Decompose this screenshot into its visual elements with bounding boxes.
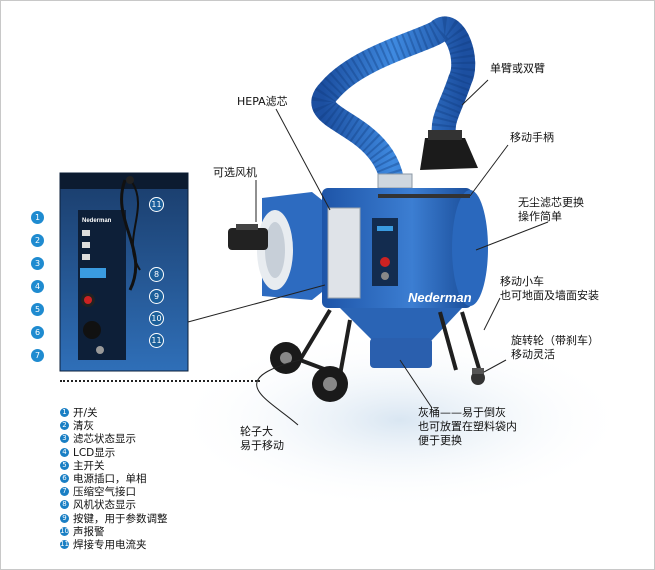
body-brand: Nederman (408, 290, 472, 305)
legend-item: 4 LCD显示 (60, 446, 290, 459)
panel-badge-2: 2 (31, 234, 44, 247)
label-handle: 移动手柄 (510, 131, 554, 144)
legend-text: 声报警 (73, 525, 105, 538)
legend-dot: 3 (60, 434, 69, 444)
dust-hopper (340, 308, 462, 340)
legend-dot: 6 (60, 474, 69, 484)
label-caster-2: 移动灵活 (511, 348, 555, 361)
panel-badge-11: 11 (150, 334, 163, 347)
legend-text: 清灰 (73, 420, 94, 433)
panel-badge-clamp: 11 (150, 198, 163, 211)
legend-text: 电源插口，单相 (73, 473, 147, 486)
svg-text:Nederman: Nederman (82, 218, 112, 224)
label-wheel-2: 易于移动 (240, 439, 284, 452)
legend-text: 滤芯状态显示 (73, 433, 136, 446)
legend-text: 压缩空气接口 (73, 486, 136, 499)
hepa-window (327, 207, 361, 299)
label-cart-2: 也可地面及墙面安装 (500, 289, 599, 302)
label-arm: 单臂或双臂 (490, 62, 545, 75)
panel-badge-5: 5 (31, 303, 44, 316)
legend-item: 6 电源插口，单相 (60, 472, 290, 485)
legend-item: 2 清灰 (60, 419, 290, 432)
legend-item: 9 按键，用于参数调整 (60, 512, 290, 525)
fan-motor (228, 228, 268, 250)
label-hepa: HEPA滤芯 (237, 95, 288, 108)
legend-item: 7 压缩空气接口 (60, 485, 290, 498)
panel-badge-4: 4 (31, 280, 44, 293)
panel-badge-7: 7 (31, 349, 44, 362)
legend-text: 开/关 (73, 407, 98, 420)
label-wheel-1: 轮子大 (240, 425, 273, 438)
floor-shadow (170, 330, 630, 510)
legend-dot: 7 (60, 487, 69, 497)
panel-badge-6: 6 (31, 326, 44, 339)
label-bin-3: 便于更换 (418, 434, 462, 447)
legend-dot: 10 (60, 526, 69, 536)
legend-text: 按键，用于参数调整 (73, 512, 168, 525)
legend-item: 8 风机状态显示 (60, 498, 290, 511)
panel-badge-3: 3 (31, 257, 44, 270)
legend-item: 1 开/关 (60, 406, 290, 419)
panel-badge-8: 8 (150, 268, 163, 281)
extraction-hood (420, 138, 478, 170)
panel-badge-10: 10 (150, 312, 163, 325)
legend-divider (60, 380, 260, 382)
label-cart-1: 移动小车 (500, 275, 544, 288)
legend-text: LCD显示 (73, 446, 116, 459)
legend-dot: 9 (60, 513, 69, 523)
legend-dot: 4 (60, 447, 69, 457)
legend-dot: 5 (60, 460, 69, 470)
cart-frame (298, 308, 482, 377)
legend-text: 主开关 (73, 459, 105, 472)
legend-item: 3 滤芯状态显示 (60, 432, 290, 445)
leader-lines (187, 79, 549, 426)
legend-dot: 11 (60, 539, 69, 549)
legend-dot: 2 (60, 421, 69, 431)
label-bin-1: 灰桶——易于倒灰 (418, 406, 506, 419)
label-filter-change-2: 操作简单 (518, 210, 562, 223)
label-filter-change-1: 无尘滤芯更换 (518, 196, 584, 209)
panel-badge-9: 9 (150, 290, 163, 303)
label-fan: 可选风机 (213, 166, 257, 179)
legend-text: 焊接专用电流夹 (73, 538, 147, 551)
dust-bin (370, 338, 432, 368)
label-caster-1: 旋转轮（带刹车） (511, 334, 599, 347)
label-bin-2: 也可放置在塑料袋内 (418, 420, 517, 433)
caster-wheel (471, 371, 485, 385)
panel-badge-1: 1 (31, 211, 44, 224)
legend-item: 11 焊接专用电流夹 (60, 538, 290, 551)
extraction-hose (311, 16, 476, 192)
legend-dot: 8 (60, 500, 69, 510)
legend-item: 10 声报警 (60, 525, 290, 538)
legend-text: 风机状态显示 (73, 499, 136, 512)
legend-dot: 1 (60, 408, 69, 418)
legend-item: 5 主开关 (60, 459, 290, 472)
